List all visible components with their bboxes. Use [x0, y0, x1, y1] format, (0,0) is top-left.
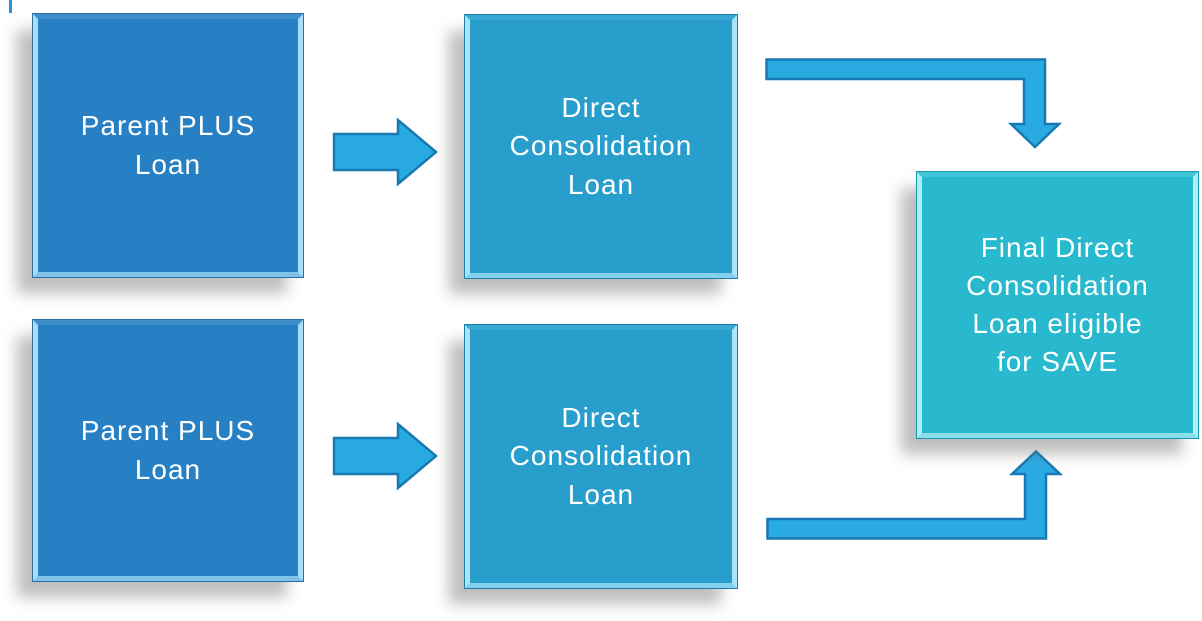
- elbow-arrow-down-icon-top: [765, 58, 1063, 149]
- box-label-parent-plus-bottom: Parent PLUS Loan: [80, 415, 256, 485]
- box-parent-plus-loan-top: Parent PLUS Loan: [33, 14, 303, 277]
- top-left-accent-tick: [9, 0, 12, 13]
- box-parent-plus-loan-bottom: Parent PLUS Loan: [33, 320, 303, 581]
- box-label-consolidation-bottom: Direct Consolidation Loan: [509, 402, 693, 510]
- box-label-consolidation-top: Direct Consolidation Loan: [509, 92, 693, 200]
- right-arrow-icon-bottom: [332, 421, 438, 491]
- box-label-parent-plus-top: Parent PLUS Loan: [80, 110, 256, 180]
- box-final-direct-consolidation-loan: Final Direct Consolidation Loan eligible…: [917, 172, 1198, 438]
- box-direct-consolidation-loan-top: Direct Consolidation Loan: [465, 15, 737, 278]
- box-direct-consolidation-loan-bottom: Direct Consolidation Loan: [465, 325, 737, 588]
- box-label-final: Final Direct Consolidation Loan eligible…: [966, 231, 1149, 378]
- elbow-arrow-up-icon-bottom: [766, 449, 1064, 540]
- right-arrow-icon-top: [332, 117, 438, 187]
